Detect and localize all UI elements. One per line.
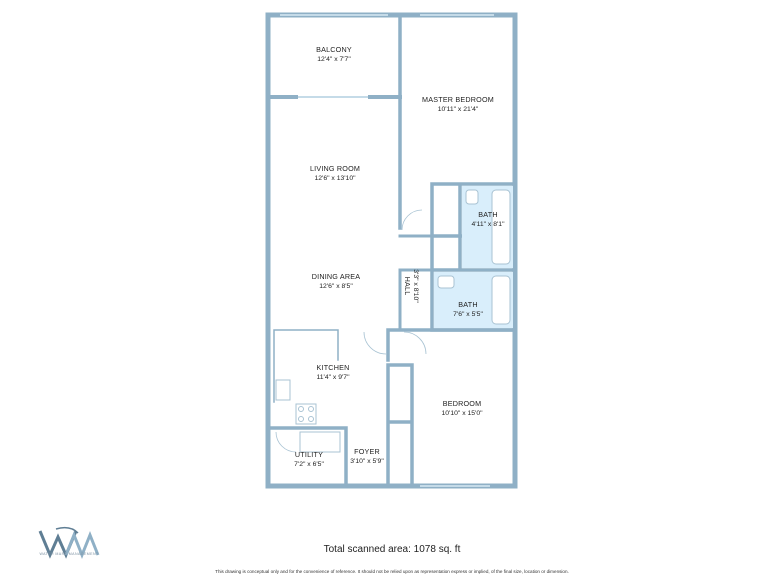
sink	[437, 275, 455, 289]
door-swing	[401, 209, 423, 231]
logo-mark-icon	[38, 526, 100, 560]
burner	[308, 406, 314, 412]
company-logo	[36, 525, 102, 561]
logo-subtitle: WATER MARK MANAGEMENT	[39, 552, 99, 556]
room-name: BATH	[478, 210, 497, 219]
toilet	[465, 189, 479, 205]
room-name: BATH	[458, 300, 477, 309]
room-name: DINING AREA	[312, 272, 361, 281]
room-dims: 10'10" x 15'0"	[441, 410, 483, 417]
room-dims: 10'11" x 21'4"	[438, 106, 479, 113]
kitchen-counter	[273, 329, 339, 403]
total-area: Total scanned area: 1078 sq. ft	[323, 544, 461, 555]
bathtub	[491, 275, 511, 325]
room-dims: 12'4" x 7'7"	[317, 56, 351, 63]
room-dims: 11'4" x 9'7"	[317, 374, 351, 381]
room-name: BEDROOM	[443, 399, 482, 408]
kitchen-sink	[275, 379, 291, 401]
disclaimer: This drawing is conceptual only and for …	[215, 569, 569, 574]
doors	[275, 209, 427, 453]
room-name: KITCHEN	[317, 363, 350, 372]
burner	[298, 406, 304, 412]
room-name: LIVING ROOM	[310, 164, 360, 173]
washer	[299, 431, 341, 453]
bathtub	[491, 189, 511, 265]
room-dims: 3'10" x 5'9"	[350, 458, 384, 465]
room-dims: 3'3" x 8'10"	[412, 269, 419, 303]
room-name: BALCONY	[316, 45, 352, 54]
bedroom-walls	[386, 328, 517, 488]
room-dims: 7'2" x 6'5"	[294, 461, 324, 468]
windows	[280, 14, 494, 487]
room-name: UTILITY	[295, 450, 323, 459]
room-labels: BALCONY 12'4" x 7'7" MASTER BEDROOM 10'1…	[294, 45, 505, 468]
room-name: HALL	[403, 277, 412, 296]
room-dims: 4'11" x 8'1"	[472, 221, 506, 228]
utility-walls	[266, 426, 348, 488]
door-swing	[363, 331, 387, 355]
room-dims: 7'6" x 5'5"	[453, 311, 483, 318]
fixtures	[275, 189, 511, 453]
room-name: FOYER	[354, 447, 380, 456]
door-swing	[275, 431, 297, 453]
room-name: MASTER BEDROOM	[422, 95, 494, 104]
door-swing	[403, 331, 427, 355]
burner	[298, 416, 304, 422]
room-dims: 12'6" x 8'5"	[319, 283, 353, 290]
burner	[308, 416, 314, 422]
room-dims: 12'6" x 13'10"	[314, 175, 356, 182]
